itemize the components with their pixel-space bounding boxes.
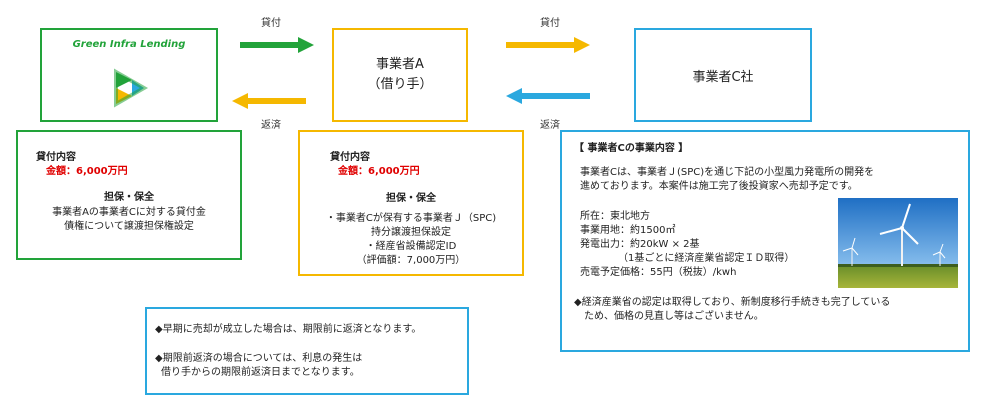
business-land: 事業用地：約1500㎡: [580, 224, 675, 238]
business-title: 【 事業者Cの事業内容 】: [574, 142, 688, 156]
lend-arrow-yellow: [506, 37, 590, 53]
company-c-business-box: 【 事業者Cの事業内容 】 事業者Cは、事業者Ｊ(SPC)を通じ下記の小型風力発…: [560, 130, 970, 352]
repay-arrow-blue: [506, 88, 590, 104]
note-line-1: ◆早期に売却が成立した場合は、期限前に返済となります。: [155, 323, 421, 337]
business-note-1: ◆経済産業省の認定は取得しており、新制度移行手続きも完了している: [574, 296, 890, 310]
repay-label-1: 返済: [241, 116, 301, 131]
early-repayment-note-box: ◆早期に売却が成立した場合は、期限前に返済となります。 ◆期限前返済の場合につい…: [145, 307, 469, 395]
security-desc-1: ・事業者Cが保有する事業者Ｊ（SPC): [300, 212, 522, 226]
repay-arrow-yellow: [232, 93, 306, 109]
green-infra-lending-box: Green Infra Lending: [40, 28, 218, 122]
security-desc-3: ・経産省設備認定ID: [300, 240, 522, 254]
business-output-note: （1基ごとに経済産業省認定ＩＤ取得）: [618, 252, 794, 266]
business-a-role: （借り手）: [367, 75, 432, 95]
repay-label-2: 返済: [520, 116, 580, 131]
wind-turbine-photo: [838, 198, 958, 288]
business-price: 売電予定価格：55円（税抜）/kwh: [580, 266, 736, 280]
business-intro-2: 進めております。本案件は施工完了後投資家へ売却予定です。: [580, 180, 858, 194]
green-infra-lending-logo-icon: [110, 68, 150, 108]
business-location: 所在：東北地方: [580, 210, 650, 224]
logo-text: Green Infra Lending: [42, 39, 216, 50]
note-line-3: 借り手からの期限前返済日までとなります。: [161, 366, 360, 380]
loan-title: 貸付内容: [36, 151, 76, 165]
loan-details-box-2: 貸付内容 金額：6,000万円 担保・保全 ・事業者Cが保有する事業者Ｊ（SPC…: [298, 130, 524, 276]
business-intro-1: 事業者Cは、事業者Ｊ(SPC)を通じ下記の小型風力発電所の開発を: [580, 166, 874, 180]
business-a-box: 事業者A （借り手）: [332, 28, 468, 122]
security-desc-2: 持分譲渡担保設定: [300, 226, 522, 240]
business-output: 発電出力：約20kW × 2基: [580, 238, 700, 252]
security-title: 担保・保全: [300, 192, 522, 206]
loan-title: 貸付内容: [330, 151, 370, 165]
lend-label-1: 貸付: [241, 14, 301, 29]
company-c-box: 事業者C社: [634, 28, 812, 122]
loan-details-box-1: 貸付内容 金額：6,000万円 担保・保全 事業者Aの事業者Cに対する貸付金 債…: [16, 130, 242, 260]
note-line-2: ◆期限前返済の場合については、利息の発生は: [155, 352, 362, 366]
lend-label-2: 貸付: [520, 14, 580, 29]
business-a-name: 事業者A: [376, 55, 424, 75]
company-c-name: 事業者C社: [692, 66, 753, 85]
security-desc-2: 債権について譲渡担保権設定: [18, 220, 240, 234]
loan-amount: 金額：6,000万円: [338, 165, 420, 179]
lend-arrow-green: [240, 37, 314, 53]
security-desc-4: （評価額：7,000万円）: [300, 254, 522, 268]
security-title: 担保・保全: [18, 191, 240, 205]
loan-amount: 金額：6,000万円: [46, 165, 128, 179]
security-desc-1: 事業者Aの事業者Cに対する貸付金: [18, 206, 240, 220]
business-note-2: ため、価格の見直し等はございません。: [584, 310, 764, 324]
